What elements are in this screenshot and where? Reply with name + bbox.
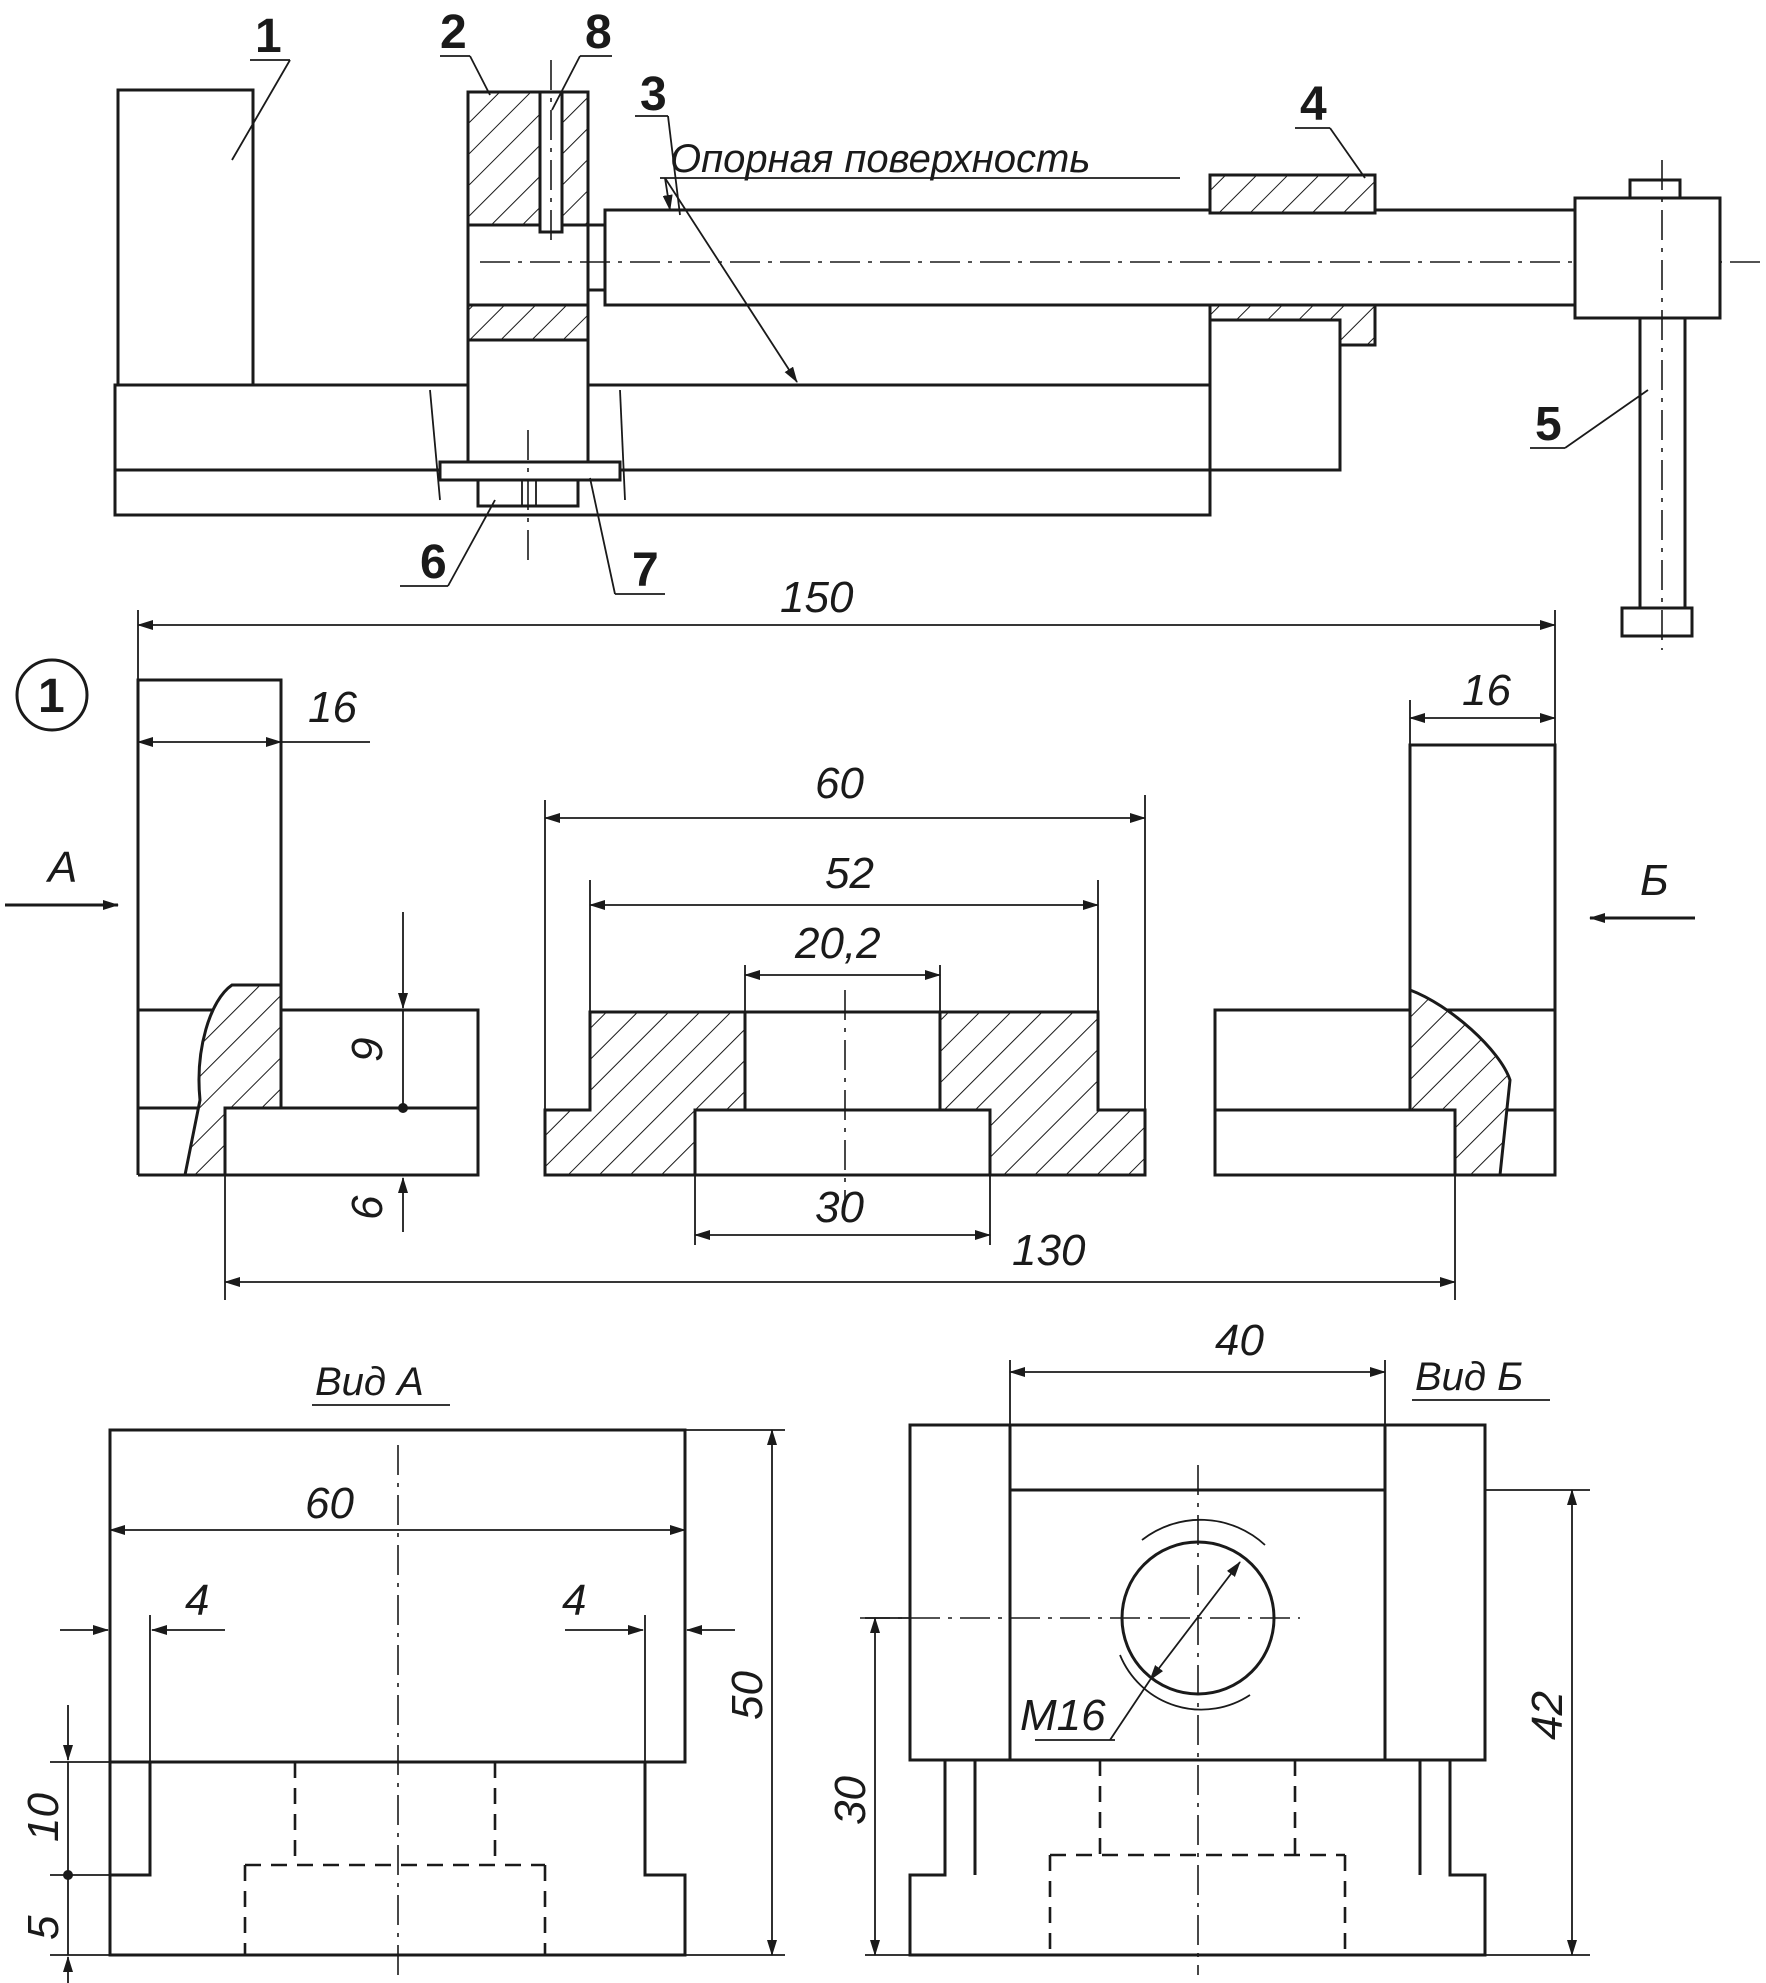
view-arrow-b: Б [1640, 856, 1669, 905]
fixed-jaw [116, 88, 255, 387]
dim-view-b-opening: 40 [1215, 1316, 1264, 1365]
screw-head [1573, 196, 1722, 320]
dim-view-b-height: 42 [1523, 1691, 1572, 1740]
dim-overall: 150 [780, 573, 854, 622]
dim-slot-base: 30 [815, 1183, 864, 1232]
view-a-title: Вид А [315, 1360, 424, 1404]
part-label-1: 1 [255, 10, 282, 63]
base-rail [113, 383, 1212, 517]
screw [603, 208, 1577, 307]
view-b-title: Вид Б [1415, 1355, 1523, 1399]
lead-nut [1208, 173, 1377, 215]
surface-note: Опорная поверхность [670, 137, 1090, 181]
dim-view-a-height: 50 [723, 1671, 772, 1720]
washer [438, 460, 622, 482]
part-label-5: 5 [1535, 398, 1562, 451]
thread-hole [1120, 1540, 1276, 1696]
figure-number: 1 [38, 670, 65, 723]
dim-lower-thickness: 6 [343, 1195, 392, 1220]
part-label-3: 3 [640, 68, 667, 121]
part-label-2: 2 [440, 6, 467, 59]
dim-thread: M16 [1020, 1691, 1106, 1740]
dim-view-a-width: 60 [305, 1479, 354, 1528]
dim-upper-thickness: 9 [343, 1038, 392, 1062]
view-a: Вид А 60 4 4 50 10 5 [19, 1360, 785, 1983]
dim-slider-inner: 52 [825, 849, 874, 898]
dim-view-a-base: 5 [19, 1915, 68, 1940]
dim-right-jaw: 16 [1462, 666, 1511, 715]
figure-number-circle [15, 658, 89, 732]
part-label-8: 8 [585, 6, 612, 59]
part-label-6: 6 [420, 536, 447, 589]
dim-view-a-left-gap: 4 [185, 1576, 209, 1625]
dim-left-jaw: 16 [308, 683, 357, 732]
part-label-7: 7 [632, 544, 659, 597]
dim-slider-outer: 60 [815, 759, 864, 808]
section-view: 1 150 16 А 9 6 60 [5, 573, 1695, 1300]
part-label-4: 4 [1300, 78, 1327, 131]
dim-view-a-right-gap: 4 [562, 1576, 586, 1625]
assembly-view: Опорная поверхность 1 2 8 3 4 5 6 7 [113, 6, 1765, 650]
dim-view-b-axis-height: 30 [826, 1776, 875, 1825]
view-b: Вид Б M16 40 42 [826, 1316, 1590, 1975]
view-arrow-a: А [45, 843, 77, 892]
dim-slot-width: 20,2 [794, 919, 881, 968]
dim-rail-length: 130 [1012, 1226, 1086, 1275]
dim-view-a-step: 10 [19, 1793, 68, 1842]
